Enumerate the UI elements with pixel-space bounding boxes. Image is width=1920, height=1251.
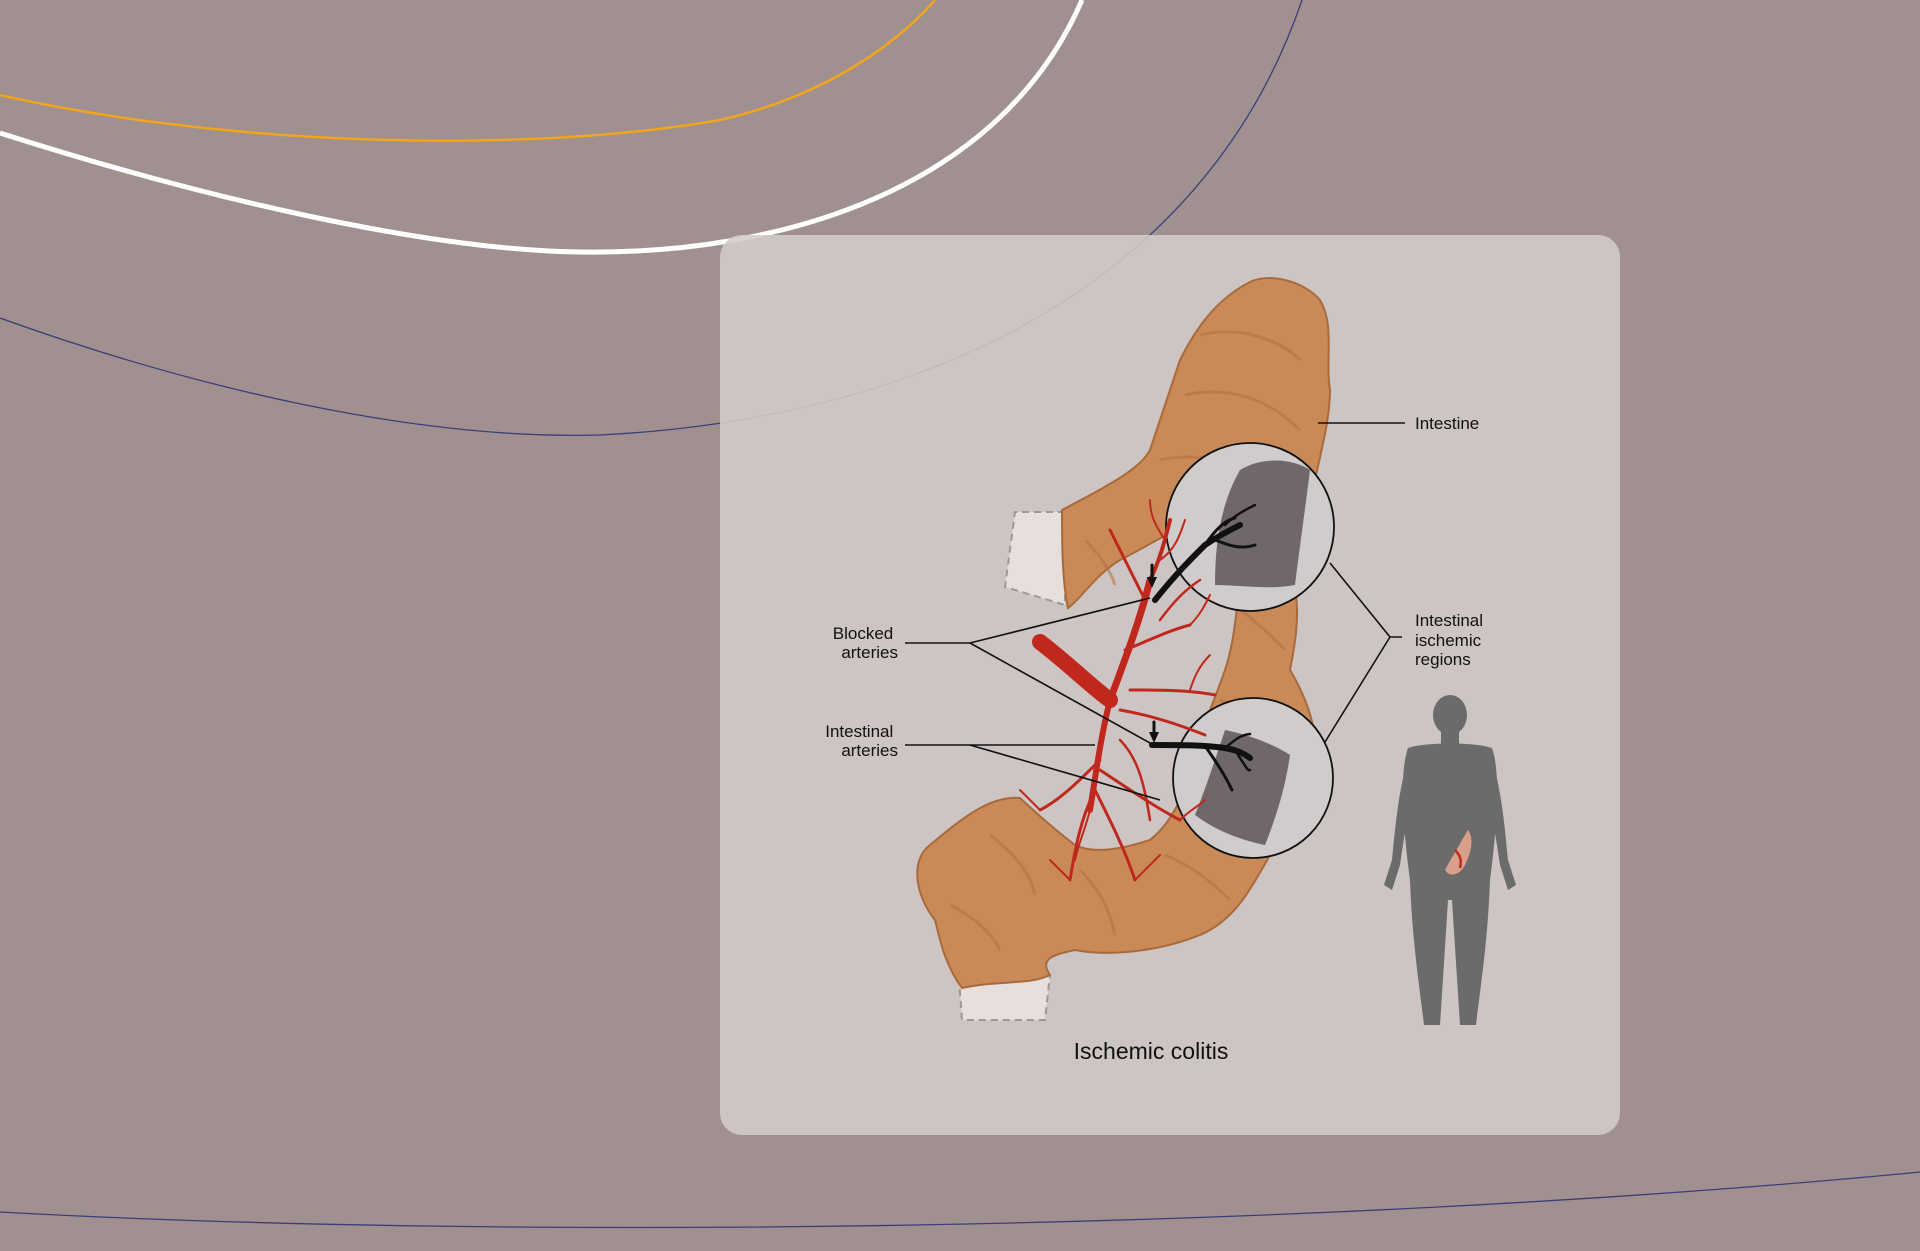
label-ischemic-regions-line-3: regions (1415, 650, 1471, 669)
artery-branch-up-left (1108, 528, 1147, 602)
label-ischemic-regions-line-1: Intestinal (1415, 611, 1483, 630)
inset-artery (1454, 849, 1463, 869)
artery-twig-8 (1179, 799, 1206, 821)
blocked-artery-lower-branch-1 (1203, 744, 1234, 792)
body-head (1433, 695, 1467, 735)
blocked-artery-lower-branch-2 (1223, 732, 1252, 750)
artery-branch-e (1068, 788, 1097, 882)
label-intestine: Intestine (1415, 414, 1479, 433)
artery-branch-g (1098, 768, 1182, 822)
fold-7 (1078, 868, 1117, 936)
label-blocked-arteries: Blocked arteries (833, 624, 898, 662)
artery-twig-6 (1049, 859, 1071, 881)
body-torso (1402, 743, 1498, 1025)
leader-lines (905, 422, 1405, 801)
label-intestinal-arteries-line-2: arteries (841, 741, 898, 760)
artery-twig-5 (1019, 789, 1041, 811)
artery-twig-1 (1149, 499, 1166, 541)
decor-navy-curve-bottom (0, 1171, 1920, 1229)
blocked-arteries (1147, 503, 1257, 792)
decor-orange-curve (0, 0, 936, 142)
blocked-artery-upper-branch-2 (1213, 538, 1257, 549)
fold-2 (1184, 390, 1302, 432)
decor-white-curve (0, 0, 1085, 255)
body-right-arm (1485, 752, 1516, 890)
artery-twig-9 (1074, 809, 1091, 861)
artery-branch-c (1118, 708, 1207, 737)
artery-twig-7 (1134, 854, 1161, 881)
artery-twig-2 (1159, 519, 1186, 561)
artery-twig-4 (1189, 654, 1211, 691)
artery-branch-h (1118, 738, 1152, 822)
label-blocked-arteries-line-1: Blocked (833, 624, 893, 643)
blockage-arrow-upper (1147, 577, 1157, 588)
label-ischemic-regions: Intestinal ischemic regions (1415, 611, 1488, 669)
decor-navy-curve-top (0, 0, 1303, 436)
body-left-arm (1384, 752, 1415, 890)
artery-branch-f (1093, 788, 1137, 882)
leader-ischemic-lower (1324, 636, 1402, 743)
blockage-arrow-lower (1149, 732, 1159, 743)
leader-blocked-lower (969, 642, 1151, 744)
human-body-silhouette (1384, 695, 1516, 1025)
label-intestinal-arteries-line-1: Intestinal (825, 722, 893, 741)
ischemic-region-upper (1215, 460, 1310, 588)
body-neck (1441, 730, 1459, 748)
fold-8 (989, 833, 1037, 896)
blocked-artery-upper-branch-3 (1223, 503, 1257, 527)
artery-branch-b (1128, 688, 1217, 697)
fold-4 (1239, 608, 1287, 652)
figure-caption: Ischemic colitis (1074, 1038, 1229, 1064)
leader-ischemic-upper (1329, 562, 1391, 638)
artery-trunk (1032, 634, 1118, 708)
ischemic-region-lower (1195, 730, 1290, 845)
fold-6 (1164, 853, 1232, 902)
fold-1 (1199, 330, 1302, 362)
artery-branch-d (1038, 758, 1102, 812)
label-ischemic-regions-line-2: ischemic (1415, 631, 1482, 650)
artery-branch-a (1123, 623, 1192, 652)
label-blocked-arteries-line-2: arteries (841, 643, 898, 662)
blocked-artery-lower-branch-3 (1236, 753, 1252, 772)
label-intestinal-arteries: Intestinal arteries (825, 722, 898, 760)
illustration-panel (720, 235, 1620, 1135)
artery-main-up (1106, 576, 1154, 704)
ischemic-regions (1165, 442, 1335, 859)
fold-9 (949, 903, 1002, 951)
artery-branch-i (1158, 578, 1202, 622)
fold-10 (1083, 538, 1117, 586)
labels: Intestine Intestinal ischemic regions Bl… (825, 414, 1488, 1064)
leader-intestinal-lower (969, 744, 1161, 801)
body-colon-inset (1445, 830, 1472, 875)
intestinal-arteries (1019, 499, 1217, 882)
artery-twig-3 (1189, 594, 1211, 626)
